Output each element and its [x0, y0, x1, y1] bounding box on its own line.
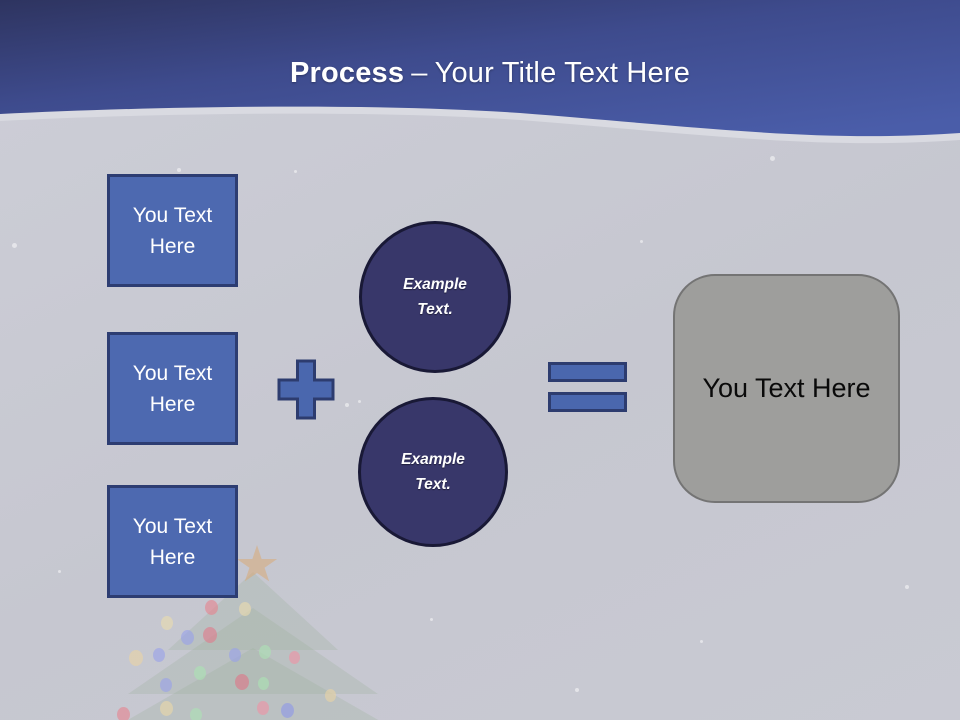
title-dash: –	[411, 57, 428, 89]
equals-bar-top	[548, 362, 627, 382]
input-box-3-label: You Text Here	[132, 514, 213, 569]
equals-bar-bottom	[548, 392, 627, 412]
snow-dot	[575, 688, 579, 692]
snow-dot	[358, 400, 361, 403]
snow-dot	[294, 170, 297, 173]
input-box-1[interactable]: You Text Here	[107, 174, 238, 287]
ornament-dot	[190, 708, 202, 720]
title-keyword: Process	[289, 57, 405, 89]
ornament-dot	[280, 702, 294, 718]
input-box-1-label: You Text Here	[132, 203, 213, 258]
header-wave	[0, 0, 960, 144]
example-circle-2-label: Example Text.	[401, 451, 465, 493]
snow-dot	[640, 240, 643, 243]
ornament-dot	[129, 650, 143, 666]
ornament-dot	[153, 648, 165, 662]
ornament-dot	[161, 616, 173, 630]
snow-dot	[12, 243, 17, 248]
ornament-dot	[194, 666, 206, 680]
ornament-dot	[257, 701, 269, 715]
example-circle-1-label: Example Text.	[403, 276, 467, 318]
wave-blue-band	[0, 0, 960, 137]
ornament-dot	[239, 602, 251, 616]
snow-dot	[905, 585, 909, 589]
result-box-label: You Text Here	[702, 373, 871, 403]
slide-title[interactable]: Process–Your Title Text Here	[10, 54, 960, 92]
ornament-dot	[160, 678, 172, 692]
snow-dot	[430, 618, 433, 621]
ornament-dot	[203, 627, 217, 643]
example-circle-1[interactable]: Example Text.	[359, 221, 511, 373]
input-box-2-label: You Text Here	[132, 361, 213, 416]
input-box-3[interactable]: You Text Here	[107, 485, 238, 598]
plus-icon[interactable]	[277, 359, 335, 420]
ornament-dot	[259, 645, 271, 659]
snow-dot	[58, 570, 61, 573]
ornament-dot	[324, 688, 336, 702]
ornament-dot	[180, 629, 194, 645]
snow-dot	[770, 156, 775, 161]
ornament-dot	[235, 674, 249, 690]
title-rest: Your Title Text Here	[434, 57, 691, 89]
ornament-dot	[116, 706, 130, 720]
ornament-dot	[159, 700, 173, 716]
ornament-dot	[229, 648, 241, 662]
input-box-2[interactable]: You Text Here	[107, 332, 238, 445]
example-circle-2[interactable]: Example Text.	[358, 397, 508, 547]
snow-dot	[700, 640, 703, 643]
ornament-dot	[204, 599, 218, 615]
snow-dot	[177, 168, 181, 172]
ornament-dot	[288, 650, 300, 664]
equals-icon[interactable]	[548, 362, 627, 412]
result-box[interactable]: You Text Here	[673, 274, 900, 503]
ornament-dot	[257, 676, 269, 690]
snow-dot	[345, 403, 349, 407]
